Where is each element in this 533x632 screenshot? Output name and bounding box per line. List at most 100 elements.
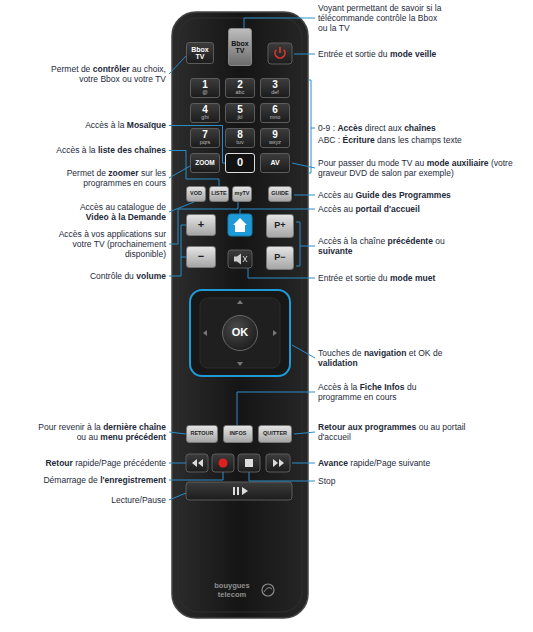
leader-line xyxy=(169,472,223,480)
remote-body xyxy=(172,12,308,618)
remote-button: − xyxy=(186,246,216,268)
leader-line xyxy=(169,151,219,187)
callout-text: Entrée et sortie du mode muet xyxy=(318,273,518,283)
button-letters: mno xyxy=(270,115,281,121)
button-letters: jkl xyxy=(237,115,242,121)
button-label: 6 xyxy=(272,105,278,116)
remote-button: 5jkl xyxy=(225,103,255,123)
callout-text: Accès à la chaîne précédente ou suivante xyxy=(318,236,448,256)
button-label: − xyxy=(198,251,204,263)
logo-mark xyxy=(262,584,274,596)
remote-button: GUIDE xyxy=(268,186,292,202)
leader-line xyxy=(294,54,315,55)
button-label: GUIDE xyxy=(271,191,288,197)
button-label: P+ xyxy=(274,221,285,230)
leader-line xyxy=(292,345,315,358)
remote-button: ZOOM xyxy=(190,153,220,173)
callout-text: Stop xyxy=(318,476,518,486)
callout-text: Avance rapide/Page suivante xyxy=(318,458,518,468)
leader-line xyxy=(169,432,186,434)
leader-line xyxy=(296,222,300,266)
leader-lines xyxy=(169,18,315,500)
remote-button: VOD xyxy=(186,186,206,202)
remote-button: 7pqrs xyxy=(190,128,220,148)
record-button xyxy=(212,454,234,472)
remote-button: P+ xyxy=(266,214,294,238)
remote-button: INFOS xyxy=(223,425,253,443)
button-label: AV xyxy=(270,159,279,166)
remote-button: + xyxy=(186,214,216,236)
remote-button: 3def xyxy=(260,78,290,98)
button-label: RETOUR xyxy=(190,431,213,437)
remote-button: AV xyxy=(260,153,290,173)
remote-button: P− xyxy=(266,246,294,270)
callout-text: Accès au catalogue de Video à la Demande xyxy=(56,202,166,222)
leader-line xyxy=(308,80,311,173)
button-label: Bbox TV xyxy=(231,40,249,55)
callout-text: Accès à la Fiche Infos du programme en c… xyxy=(318,382,448,402)
callout-text: Voyant permettant de savoir si la téléco… xyxy=(318,3,448,34)
remote-button: 1@ xyxy=(190,78,220,98)
rewind-button xyxy=(186,454,208,472)
callout-text: Accès au portail d'accueil xyxy=(318,204,518,214)
button-letters: ghi xyxy=(201,115,208,121)
leader-line xyxy=(169,166,190,178)
button-letters: pqrs xyxy=(200,140,211,146)
callout-text: Accès à la Mosaïque xyxy=(16,120,166,130)
button-label: LISTE xyxy=(211,191,227,197)
callout-text: Entrée et sortie du mode veille xyxy=(318,49,518,59)
leader-line xyxy=(244,18,315,28)
remote-button: 2abc xyxy=(225,78,255,98)
button-label: 9 xyxy=(272,130,278,141)
leader-line xyxy=(169,493,186,500)
callout-text: Démarrage de l'enregistrement xyxy=(16,475,166,485)
leader-line xyxy=(237,392,315,425)
leader-line xyxy=(294,195,315,196)
callout-text: Pour revenir à la dernière chaîne ou au … xyxy=(36,422,166,442)
callout-text: Lecture/Pause xyxy=(16,495,166,505)
button-label: 7 xyxy=(202,130,208,141)
button-label: 0 xyxy=(237,157,243,169)
remote-button: QUITTER xyxy=(258,425,292,443)
stop-button xyxy=(238,454,260,472)
button-letters: wxyz xyxy=(269,140,281,146)
button-label: myTV xyxy=(235,191,250,197)
leader-line xyxy=(292,163,315,168)
remote-button: 9wxyz xyxy=(260,128,290,148)
leader-line xyxy=(169,463,186,464)
power-button xyxy=(268,43,292,64)
remote-button: 8tuv xyxy=(225,128,255,148)
leader-line xyxy=(169,257,181,276)
callout-text: Pour passer du mode TV au mode auxiliair… xyxy=(318,158,518,178)
home-button xyxy=(228,214,252,236)
callout-text: Accès à vos applications sur votre TV (p… xyxy=(56,229,166,260)
button-label: ZOOM xyxy=(195,160,215,167)
leader-line xyxy=(249,472,315,481)
remote-button: myTV xyxy=(232,186,252,202)
button-label: 2 xyxy=(237,80,243,91)
fast-forward-button xyxy=(266,454,290,472)
leader-line xyxy=(292,463,315,464)
button-label: INFOS xyxy=(230,431,247,437)
callout-text: ABC : Écriture dans les champs texte xyxy=(318,135,518,145)
remote-button: RETOUR xyxy=(186,425,218,443)
remote-button: LISTE xyxy=(209,186,229,202)
button-letters: tuv xyxy=(236,140,243,146)
leader-line xyxy=(169,56,186,74)
callout-text: Retour rapide/Page précédente xyxy=(16,458,166,468)
indicator-light: Bbox TV xyxy=(228,28,252,66)
logo-mark xyxy=(264,588,272,592)
button-label: 8 xyxy=(237,130,243,141)
leader-line xyxy=(169,202,238,244)
navigation-pad xyxy=(190,290,290,376)
remote-button: Bbox TV xyxy=(186,42,214,64)
leader-line xyxy=(294,432,315,434)
callout-text: Retour aux programmes ou au portail d'ac… xyxy=(318,422,468,442)
play-pause-button xyxy=(186,482,292,500)
brand-logo: bouygues telecom xyxy=(206,581,258,599)
button-label: 4 xyxy=(202,105,208,116)
leader-line xyxy=(311,128,315,129)
button-label: + xyxy=(198,219,204,231)
button-label: 1 xyxy=(202,80,208,91)
callout-text: Permet de zoomer sur les programmes en c… xyxy=(56,168,166,188)
